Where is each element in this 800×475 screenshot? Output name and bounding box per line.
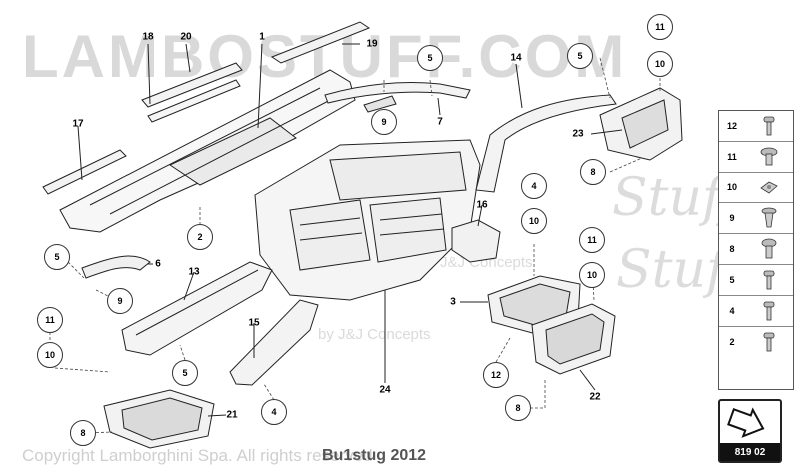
- callout-13: 13: [188, 266, 200, 278]
- legend-row: 4: [719, 296, 793, 327]
- arrow-icon: [727, 407, 765, 438]
- screw-part-icon: [745, 327, 793, 358]
- duct-15: [229, 299, 319, 386]
- circle-5: 5: [44, 244, 70, 270]
- legend-number: 12: [726, 120, 737, 131]
- clip-part-icon: [745, 203, 793, 233]
- circle-9: 9: [371, 109, 397, 135]
- watermark-sub-1: by J&J Concepts: [420, 254, 533, 271]
- circle-11: 11: [579, 227, 605, 253]
- bracket-16: [451, 219, 501, 263]
- circle-8: 8: [580, 159, 606, 185]
- duct-14: [475, 94, 617, 193]
- gasket-strip-18: [141, 62, 243, 108]
- legend-number: 4: [729, 305, 735, 316]
- gasket-strip-19: [270, 21, 371, 64]
- legend-row: 11: [719, 142, 793, 173]
- callout-18: 18: [142, 31, 154, 43]
- callout-6: 6: [155, 258, 161, 270]
- callout-17: 17: [72, 118, 84, 130]
- legend-row: 2: [719, 327, 793, 358]
- callout-19: 19: [366, 38, 378, 50]
- circle-4: 4: [521, 173, 547, 199]
- legend-row: 12: [719, 111, 793, 142]
- legend-number: 5: [729, 274, 735, 285]
- legend-row: 9: [719, 203, 793, 235]
- legend-number: 10: [726, 182, 737, 193]
- legend-number: 8: [729, 244, 735, 255]
- circle-5: 5: [567, 43, 593, 69]
- circle-2: 2: [187, 224, 213, 250]
- legend-row: 5: [719, 265, 793, 296]
- callout-14: 14: [510, 52, 522, 64]
- screw-part-icon: [745, 296, 793, 326]
- legend-number: 9: [729, 213, 735, 224]
- screw-part-icon: [745, 111, 793, 141]
- callout-24: 24: [379, 384, 391, 396]
- square-nut-part-icon: [745, 173, 793, 203]
- callout-20: 20: [180, 31, 192, 43]
- circle-10: 10: [37, 342, 63, 368]
- date-stamp: Bu1stug 2012: [322, 447, 427, 464]
- circle-11: 11: [37, 307, 63, 333]
- circle-8: 8: [505, 395, 531, 421]
- callout-23: 23: [572, 128, 584, 140]
- watermark-sub-2: by J&J Concepts: [318, 326, 431, 343]
- circle-5: 5: [172, 360, 198, 386]
- legend-row: 10: [719, 173, 793, 204]
- circle-11: 11: [647, 14, 673, 40]
- next-page-button[interactable]: 819 02: [718, 399, 782, 463]
- screw-part-icon: [745, 265, 793, 295]
- circle-10: 10: [647, 51, 673, 77]
- callout-21: 21: [226, 409, 238, 421]
- round-clip-part-icon: [745, 234, 793, 264]
- duct-7: [324, 82, 471, 104]
- gasket-strip-17: [42, 149, 127, 195]
- circle-10: 10: [579, 262, 605, 288]
- circle-4: 4: [261, 399, 287, 425]
- callout-22: 22: [589, 391, 601, 403]
- circle-8: 8: [70, 420, 96, 446]
- callout-3: 3: [450, 296, 456, 308]
- legend-number: 11: [727, 151, 737, 162]
- callout-7: 7: [437, 116, 443, 128]
- circle-9: 9: [107, 288, 133, 314]
- circle-10: 10: [521, 208, 547, 234]
- callout-1: 1: [259, 31, 265, 43]
- circle-12: 12: [483, 362, 509, 388]
- rivet-part-icon: [745, 142, 793, 172]
- fastener-legend: 12 11 10 9 8: [718, 110, 794, 390]
- callout-15: 15: [248, 317, 260, 329]
- copyright-text: Copyright Lamborghini Spa. All rights re…: [22, 446, 373, 465]
- page-label: 819 02: [720, 443, 780, 461]
- hose-6: [81, 255, 151, 279]
- watermark-script-1: Stuff: [612, 168, 739, 228]
- duct-13: [121, 261, 273, 356]
- legend-number: 2: [729, 336, 735, 347]
- callout-16: 16: [476, 199, 488, 211]
- circle-5: 5: [417, 45, 443, 71]
- legend-row: 8: [719, 234, 793, 265]
